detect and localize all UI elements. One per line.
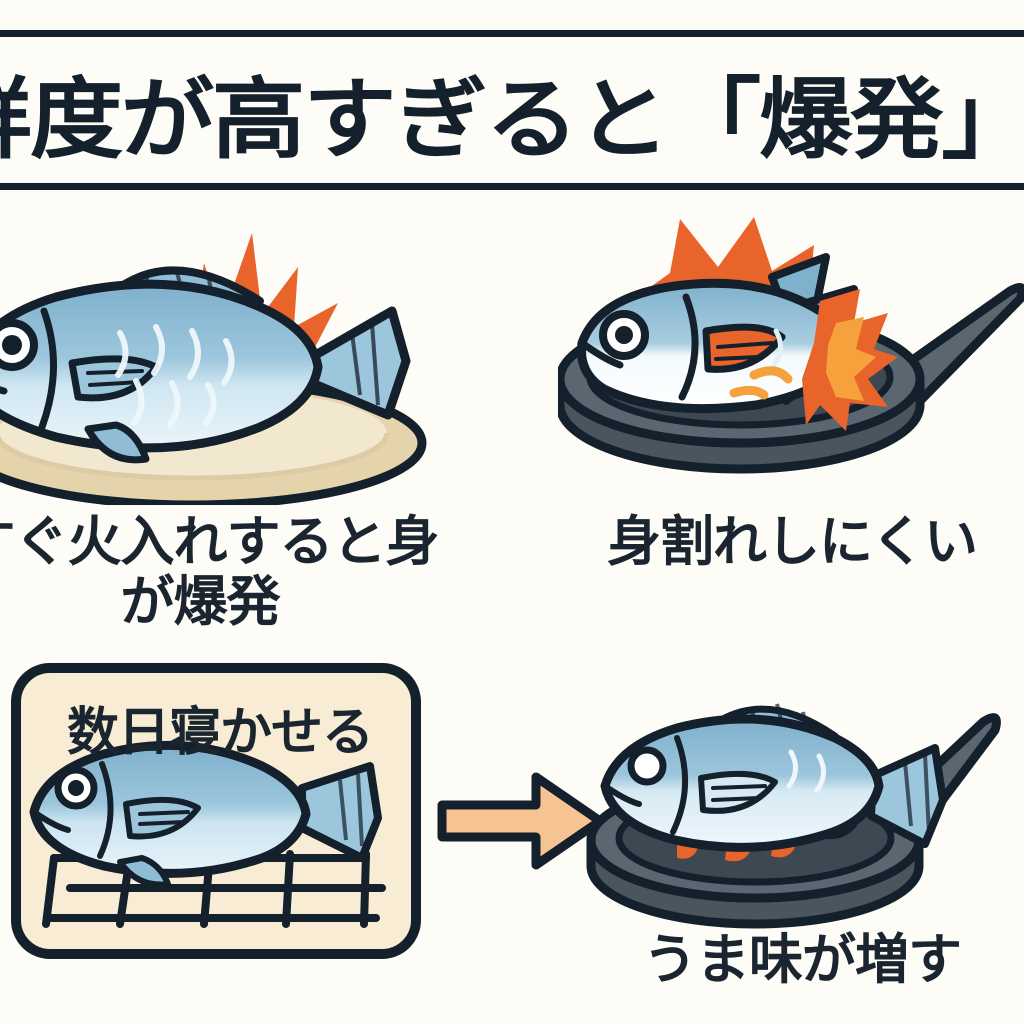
caption-line: すぐ火入れすると身 (0, 510, 440, 573)
resting-box-label: 数日寝かせる (66, 703, 374, 763)
caption-line: が爆発 (120, 570, 281, 634)
caption-bottom-right: うま味が増す (580, 928, 1024, 991)
page-title-text: 魚は鮮度が高すぎると「爆発」する? (0, 68, 1024, 171)
caption-line: うま味が増す (643, 928, 962, 991)
fish-icon (600, 703, 947, 852)
fish-icon (0, 266, 411, 464)
illustration-fish-in-pan-exploding (558, 215, 1024, 505)
caption-top-right: 身割れしにくい (560, 510, 1024, 573)
caption-line: 身割れしにくい (607, 510, 978, 573)
illustration-fish-in-pan-calm (585, 690, 1024, 940)
illustration-fish-on-plate (0, 215, 460, 505)
arrow-right-icon (432, 765, 612, 875)
page-title: 魚は鮮度が高すぎると「爆発」する? (0, 50, 1024, 175)
flame-icon (802, 289, 898, 431)
header-rule-top (0, 30, 1024, 37)
caption-top-left: すぐ火入れすると身 が爆発 (0, 510, 460, 634)
header-rule-bottom (0, 183, 1024, 190)
fish-icon (29, 740, 382, 888)
illustration-resting-box (10, 662, 430, 962)
frying-pan-handle (889, 282, 1024, 408)
